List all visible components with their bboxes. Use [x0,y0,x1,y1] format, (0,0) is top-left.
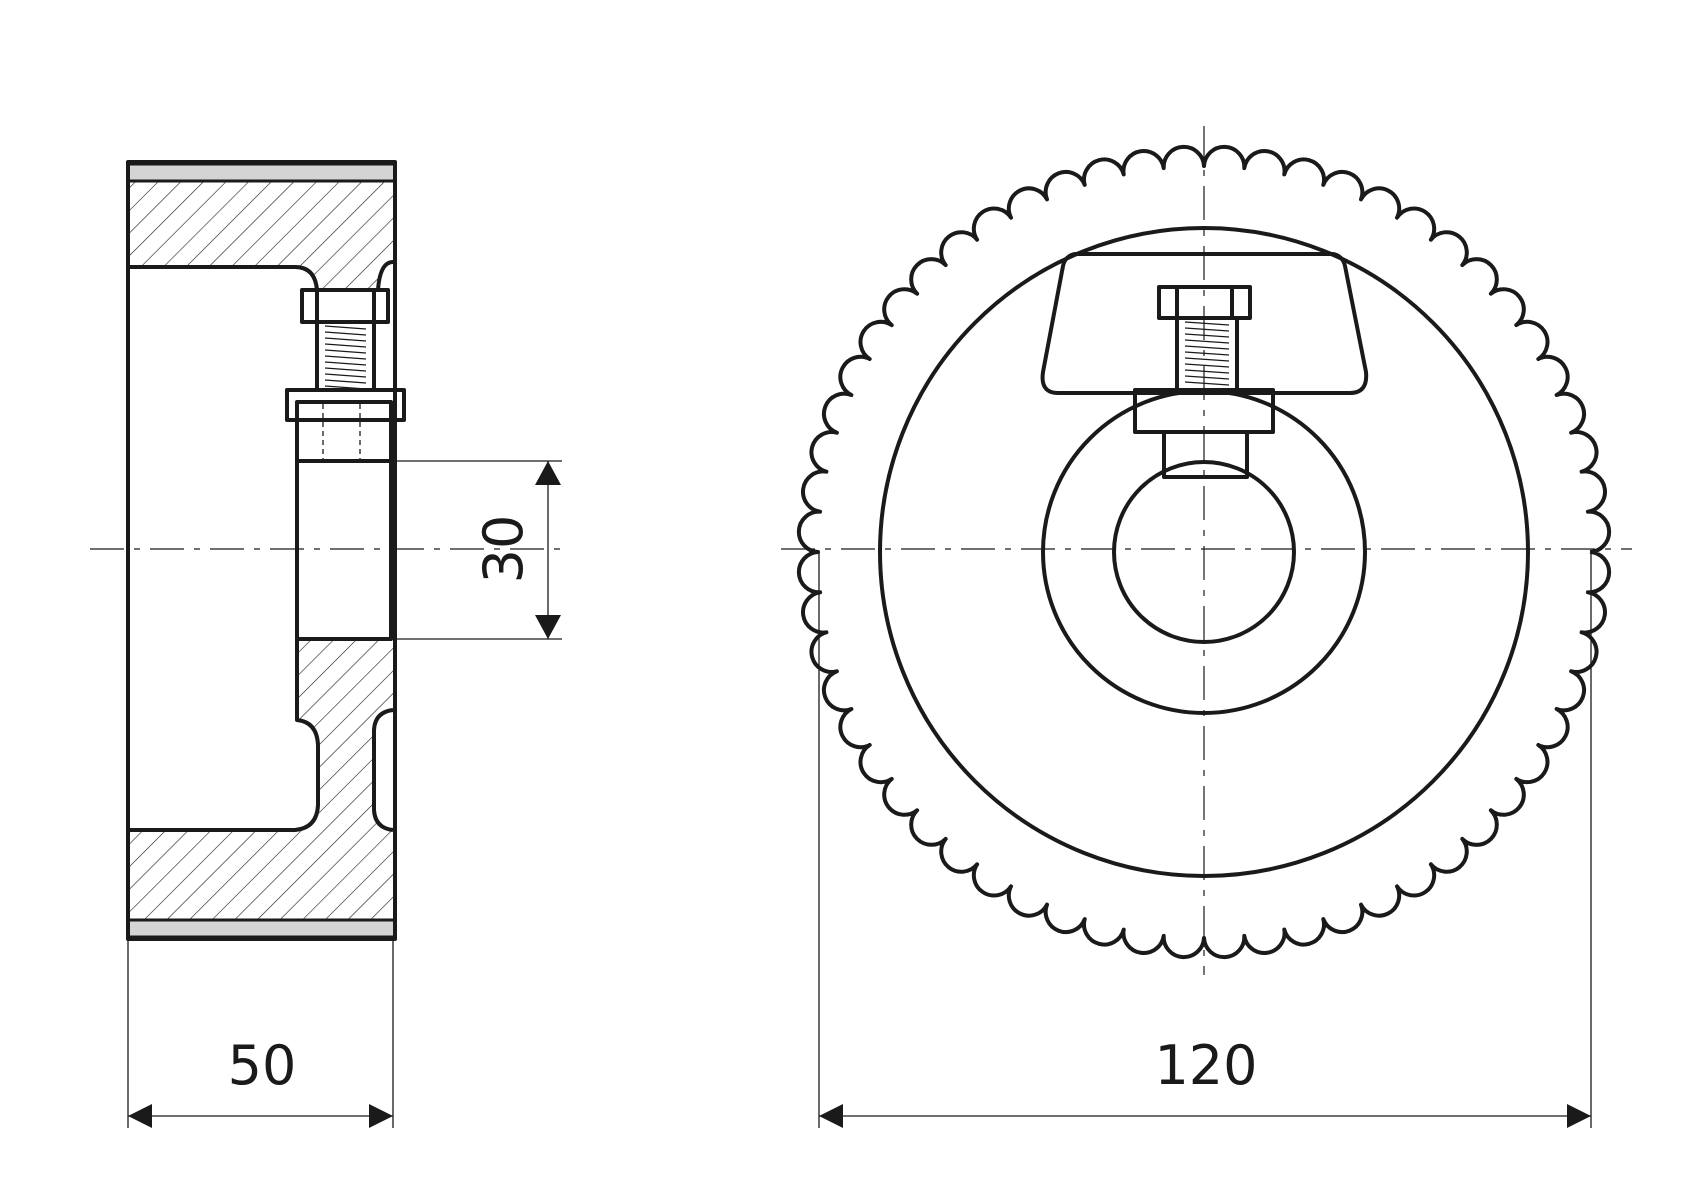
hatch-bottom [130,639,393,920]
thread-line [1184,369,1230,374]
arrow-icon [535,461,561,485]
bore-section [295,459,393,641]
thread-line [324,331,367,336]
arrow-icon [1567,1104,1591,1128]
thread-lines [1184,321,1230,386]
thread-line [1184,351,1230,356]
tread-bottom [126,918,397,939]
thread-line [324,361,367,366]
bore-circle [1112,460,1296,644]
hatch-top [130,181,393,290]
diameter-label: 120 [1154,1034,1257,1097]
arrow-icon [128,1104,152,1128]
lower-block [1162,430,1249,479]
arrow-icon [819,1104,843,1128]
cavity-lower-outline [130,639,394,832]
thread-line [1184,321,1230,326]
thread-line [324,325,367,330]
thread-lines [324,325,367,390]
thread-line [1184,345,1230,350]
dimension-diameter: 120 [818,552,1592,1128]
thread-line [324,337,367,342]
sleeve [295,400,393,463]
thread-line [1184,363,1230,368]
wheel-outline [126,160,397,941]
bore-label: 30 [472,515,535,584]
knurled-rim [796,144,1612,960]
thread-line [1184,381,1230,386]
collar [285,388,406,422]
thread-line [1184,357,1230,362]
bolt-head [300,288,390,324]
thread-line [1184,339,1230,344]
dimension-width: 50 [127,939,394,1128]
cavity-outline [130,260,394,291]
thread-line [1184,333,1230,338]
thread-line [324,385,367,390]
thread-line [324,343,367,348]
thread-line [1184,375,1230,380]
clamp-block [1040,252,1369,395]
arrow-icon [535,615,561,639]
thread-line [324,355,367,360]
thread-line [1184,327,1230,332]
thread-line [324,367,367,372]
front-view [781,126,1632,975]
width-label: 50 [228,1034,297,1097]
arrow-icon [369,1104,393,1128]
dimension-bore: 30 [391,460,562,640]
thread-line [324,379,367,384]
thread-line [324,349,367,354]
section-view [90,160,562,941]
thread-line [324,373,367,378]
tread-top [126,162,397,183]
